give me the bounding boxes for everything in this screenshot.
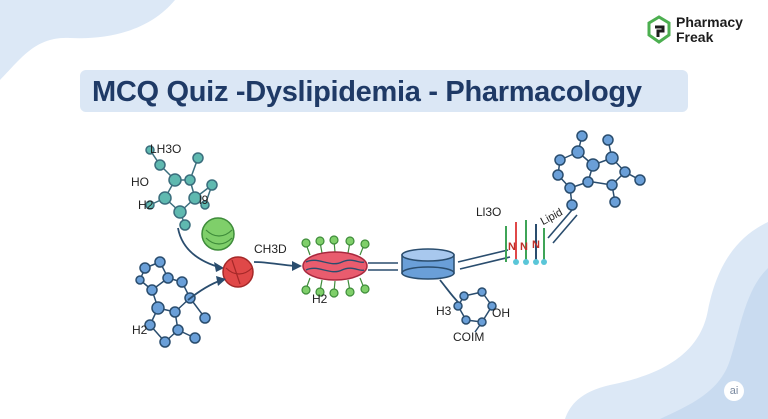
red-sphere	[222, 256, 254, 288]
brand-logo[interactable]: Pharmacy Freak	[646, 12, 758, 48]
label-coim: COIM	[453, 330, 484, 344]
label-lipid: Lipid	[539, 206, 565, 228]
pharmacy-freak-logo-icon	[647, 15, 671, 44]
blue-molecule-top-right	[552, 130, 646, 211]
bottom-right-blob	[565, 222, 768, 419]
ai-badge: ai	[724, 381, 744, 401]
connector-line	[552, 214, 578, 244]
bottom-right-blob-dark	[660, 268, 768, 419]
arrow-red-to-membrane	[253, 261, 299, 267]
svg-text:N: N	[520, 241, 528, 253]
arrow-blue-to-red	[187, 279, 223, 301]
arrow-head	[214, 262, 224, 272]
connector-line	[459, 256, 511, 270]
label-h3: H3	[436, 304, 452, 318]
blue-molecule-bottom-left	[135, 256, 211, 348]
lipid-rods: N N N	[505, 220, 547, 265]
top-left-blob	[0, 0, 175, 80]
green-sphere	[201, 217, 235, 251]
teal-molecule	[145, 145, 218, 231]
brand-name-line2: Freak	[676, 29, 714, 45]
svg-text:N: N	[532, 239, 540, 251]
label-h2-bottom: H2	[132, 323, 148, 337]
connector-line	[547, 209, 573, 239]
label-ch3d: CH3D	[254, 242, 287, 256]
label-lh3o: LH3O	[150, 142, 181, 156]
label-ho: HO	[131, 175, 149, 189]
page-title: MCQ Quiz -Dyslipidemia - Pharmacology	[92, 76, 642, 108]
blue-molecule-bottom-center	[453, 287, 497, 333]
connector-line	[457, 249, 509, 263]
label-l9: l9	[199, 193, 209, 207]
arrow-head	[292, 261, 302, 271]
lipid-membrane	[301, 235, 370, 298]
svg-text:N: N	[508, 241, 516, 253]
brand-name-line1: Pharmacy	[676, 14, 743, 30]
label-h2-top: H2	[138, 198, 154, 212]
arrow-cylinder-to-molecule	[439, 279, 459, 303]
label-ll3o: Ll3O	[476, 205, 501, 219]
label-oh: OH	[492, 306, 510, 320]
arrow-head	[216, 276, 226, 286]
title-banner	[80, 70, 688, 112]
label-h2-membrane: H2	[312, 292, 328, 306]
brand-name: Pharmacy Freak	[676, 15, 743, 45]
blue-cylinder	[401, 248, 455, 280]
